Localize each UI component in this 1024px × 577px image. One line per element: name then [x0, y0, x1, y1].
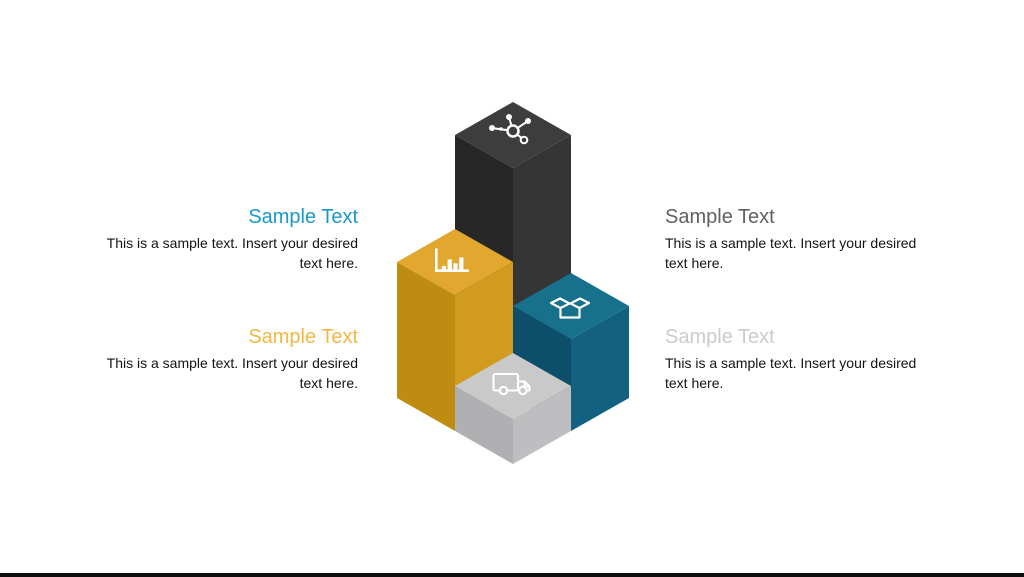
gray-bar-top-face	[455, 353, 571, 419]
teal-bar-top-face	[513, 273, 629, 339]
bottom-edge-bar	[0, 573, 1024, 577]
open-box-icon	[549, 297, 591, 319]
gold-bar-left-face	[397, 262, 455, 431]
bar-chart-icon	[435, 248, 469, 272]
sample-text-title: Sample Text	[665, 206, 775, 228]
teal-bar	[513, 273, 629, 431]
text-block-top-right: Sample Text This is a sample text. Inser…	[665, 205, 937, 273]
sample-text-body: This is a sample text. Insert your desir…	[665, 235, 917, 271]
sample-text-title: Sample Text	[665, 326, 775, 348]
sample-text-body: This is a sample text. Insert your desir…	[106, 355, 358, 391]
teal-bar-right-face	[571, 306, 629, 431]
gold-bar-top-face	[397, 229, 513, 295]
truck-icon	[492, 372, 531, 396]
gray-bar	[455, 353, 571, 464]
text-block-top-left: Sample Text This is a sample text. Inser…	[86, 205, 358, 273]
text-block-bottom-left: Sample Text This is a sample text. Inser…	[86, 325, 358, 393]
sample-text-body: This is a sample text. Insert your desir…	[665, 355, 917, 391]
gray-bar-left-face	[455, 386, 513, 464]
sample-text-body: This is a sample text. Insert your desir…	[106, 235, 358, 271]
sample-text-title: Sample Text	[248, 326, 358, 348]
sample-text-title: Sample Text	[248, 206, 358, 228]
text-block-bottom-right: Sample Text This is a sample text. Inser…	[665, 325, 937, 393]
gold-bar	[397, 229, 513, 431]
network-icon	[489, 114, 531, 145]
gray-bar-right-face	[513, 386, 571, 464]
